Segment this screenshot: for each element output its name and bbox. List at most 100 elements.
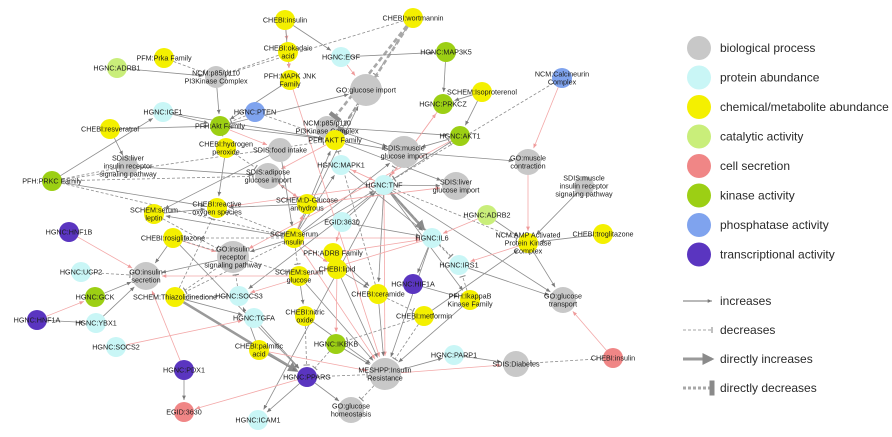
node-circle[interactable] xyxy=(369,358,401,390)
node-circle[interactable] xyxy=(450,126,470,146)
node-trog[interactable]: CHEBI:troglitazone xyxy=(572,224,634,244)
node-pparg[interactable]: HGNC:PPARG xyxy=(283,367,331,387)
node-circle[interactable] xyxy=(280,70,300,90)
node-ikbkb[interactable]: HGNC:IKBKB xyxy=(314,334,359,354)
node-circle[interactable] xyxy=(374,175,394,195)
node-circle[interactable] xyxy=(27,310,47,330)
node-circle[interactable] xyxy=(325,130,345,150)
node-gck[interactable]: HGNC:GCK xyxy=(76,287,115,307)
node-circle[interactable] xyxy=(297,194,317,214)
node-circle[interactable] xyxy=(503,351,529,377)
node-egid3630b[interactable]: EGID:3630 xyxy=(324,212,360,232)
node-circle[interactable] xyxy=(249,340,269,360)
node-circle[interactable] xyxy=(255,163,281,189)
node-circle[interactable] xyxy=(449,255,469,275)
node-circle[interactable] xyxy=(444,345,464,365)
node-adrb[interactable]: PFH:ADRB Family xyxy=(303,243,363,263)
node-circle[interactable] xyxy=(332,212,352,232)
node-hif1a[interactable]: HGNC:HIF1A xyxy=(391,274,435,294)
node-ybx1[interactable]: HGNC:YBX1 xyxy=(75,313,117,333)
node-circle[interactable] xyxy=(515,149,541,175)
node-irs1[interactable]: HGNC:IRS1 xyxy=(439,255,479,275)
node-thiaz[interactable]: SCHEM:Thiazolidinedione xyxy=(133,287,217,307)
node-circle[interactable] xyxy=(603,348,623,368)
node-circle[interactable] xyxy=(422,228,442,248)
node-hnf1a[interactable]: HGNC:HNF1A xyxy=(14,310,61,330)
node-prka[interactable]: PFM:Prka Family xyxy=(136,48,192,68)
node-circle[interactable] xyxy=(574,176,594,196)
node-egid3630[interactable]: EGID:3630 xyxy=(166,402,202,422)
node-circle[interactable] xyxy=(460,290,480,310)
node-ceram[interactable]: CHEBI:ceramide xyxy=(351,284,405,304)
node-ucp2[interactable]: HGNC:UCP2 xyxy=(60,262,102,282)
node-circle[interactable] xyxy=(414,306,434,326)
node-circle[interactable] xyxy=(244,308,264,328)
node-tgfa[interactable]: HGNC:TGFA xyxy=(233,308,275,328)
node-circle[interactable] xyxy=(107,58,127,78)
node-circle[interactable] xyxy=(593,224,613,244)
node-circle[interactable] xyxy=(229,286,249,306)
node-parp1[interactable]: HGNC:PARP1 xyxy=(431,345,477,365)
node-circle[interactable] xyxy=(248,410,268,430)
node-circle[interactable] xyxy=(297,367,317,387)
node-circle[interactable] xyxy=(327,259,347,279)
node-map3k5[interactable]: HGNC:MAP3K5 xyxy=(420,42,472,62)
node-circle[interactable] xyxy=(403,8,423,28)
node-circle[interactable] xyxy=(338,397,364,423)
node-circle[interactable] xyxy=(207,198,227,218)
node-tnf[interactable]: HGNC:TNF xyxy=(365,175,403,195)
node-circle[interactable] xyxy=(477,205,497,225)
node-circle[interactable] xyxy=(174,360,194,380)
node-circle[interactable] xyxy=(442,172,470,200)
node-circle[interactable] xyxy=(331,47,351,67)
node-hnf1b[interactable]: HGNC:HNF1B xyxy=(46,222,93,242)
node-circle[interactable] xyxy=(42,171,62,191)
node-circle[interactable] xyxy=(245,102,265,122)
node-circle[interactable] xyxy=(217,241,249,273)
node-resv[interactable]: CHEBI:resveratrol xyxy=(81,119,139,139)
node-circle[interactable] xyxy=(323,243,343,263)
node-prkc[interactable]: PFH:PRKC Family xyxy=(22,171,82,191)
node-circle[interactable] xyxy=(268,138,292,162)
node-circle[interactable] xyxy=(106,337,126,357)
node-circle[interactable] xyxy=(153,102,173,122)
node-igf1[interactable]: HGNC:IGF1 xyxy=(143,102,183,122)
node-ins_top[interactable]: CHEBI:insulin xyxy=(263,10,307,30)
node-pten[interactable]: HGNC:PTEN xyxy=(234,102,276,122)
node-circle[interactable] xyxy=(368,284,388,304)
node-circle[interactable] xyxy=(284,228,304,248)
node-akt[interactable]: PFH:Akt Family xyxy=(195,116,245,136)
node-akt1[interactable]: HGNC:AKT1 xyxy=(439,126,481,146)
node-metf[interactable]: CHEBI:metformin xyxy=(396,306,452,326)
node-circle[interactable] xyxy=(436,42,456,62)
node-circle[interactable] xyxy=(165,287,185,307)
node-circle[interactable] xyxy=(118,156,138,176)
node-circle[interactable] xyxy=(388,136,420,168)
node-circle[interactable] xyxy=(331,155,351,175)
node-circle[interactable] xyxy=(326,334,346,354)
node-icam1[interactable]: HGNC:ICAM1 xyxy=(235,410,281,430)
node-circle[interactable] xyxy=(295,306,315,326)
node-circle[interactable] xyxy=(144,204,164,224)
node-egf[interactable]: HGNC:EGF xyxy=(322,47,361,67)
node-socs2[interactable]: HGNC:SOCS2 xyxy=(92,337,140,357)
node-circle[interactable] xyxy=(86,313,106,333)
node-circle[interactable] xyxy=(71,262,91,282)
node-circle[interactable] xyxy=(350,74,382,106)
node-circle[interactable] xyxy=(518,233,538,253)
